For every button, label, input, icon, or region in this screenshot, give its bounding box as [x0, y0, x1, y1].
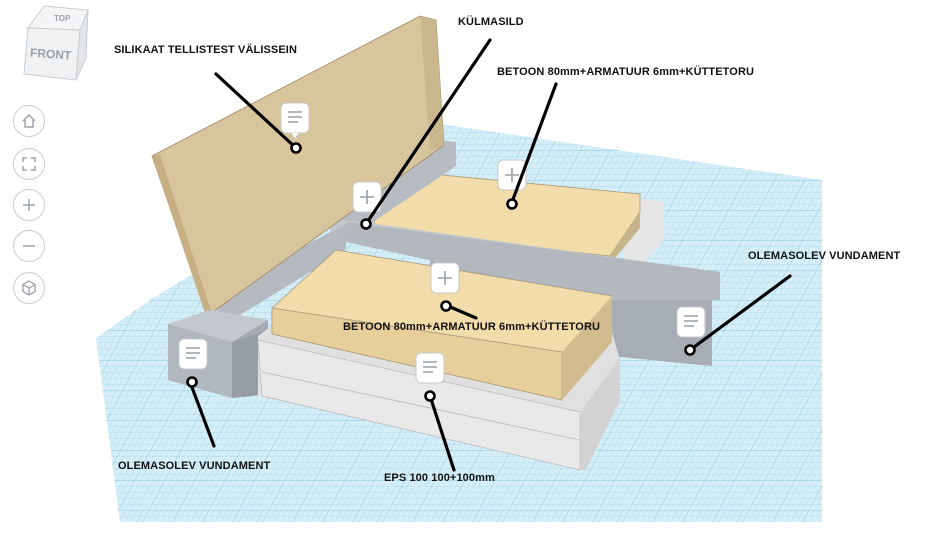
label-foundation-left: OLEMASOLEV VUNDAMENT: [118, 460, 271, 472]
cold-bridge-beam: [202, 140, 720, 320]
view-cube-top-label: TOP: [54, 14, 71, 23]
add-marker-slab-front[interactable]: [430, 262, 460, 294]
minus-icon: [23, 245, 35, 247]
label-insulation: EPS 100 100+100mm: [384, 472, 495, 484]
add-marker-cold-bridge[interactable]: [352, 181, 382, 213]
note-marker-foundation-right[interactable]: [676, 306, 706, 338]
plus-icon: [23, 199, 35, 211]
slab-front: [271, 249, 613, 401]
view-cube[interactable]: TOP FRONT: [20, 4, 100, 82]
label-foundation-right: OLEMASOLEV VUNDAMENT: [748, 250, 901, 262]
anchor-dots: [186, 142, 696, 402]
foundation-left: [168, 310, 270, 398]
note-marker-wall[interactable]: [280, 102, 310, 140]
zoom-out-button[interactable]: [13, 230, 45, 262]
label-slab-back: BETOON 80mm+ARMATUUR 6mm+KÜTTETORU: [497, 66, 755, 78]
leader-lines: [188, 38, 792, 472]
view-cube-front-label: FRONT: [30, 46, 73, 63]
cube-icon: [22, 280, 36, 296]
home-view-button[interactable]: [13, 105, 45, 137]
note-marker-foundation-left[interactable]: [178, 338, 208, 370]
fit-view-icon: [22, 157, 36, 171]
zoom-in-button[interactable]: [13, 189, 45, 221]
fit-view-button[interactable]: [13, 148, 45, 180]
label-cold-bridge: KÜLMASILD: [458, 16, 524, 28]
home-icon: [22, 114, 36, 128]
note-marker-insulation[interactable]: [415, 352, 445, 384]
label-wall: SILIKAAT TELLISTEST VÄLISSEIN: [114, 44, 297, 56]
perspective-button[interactable]: [13, 272, 45, 304]
label-slab-front: BETOON 80mm+ARMATUUR 6mm+KÜTTETORU: [343, 321, 601, 333]
